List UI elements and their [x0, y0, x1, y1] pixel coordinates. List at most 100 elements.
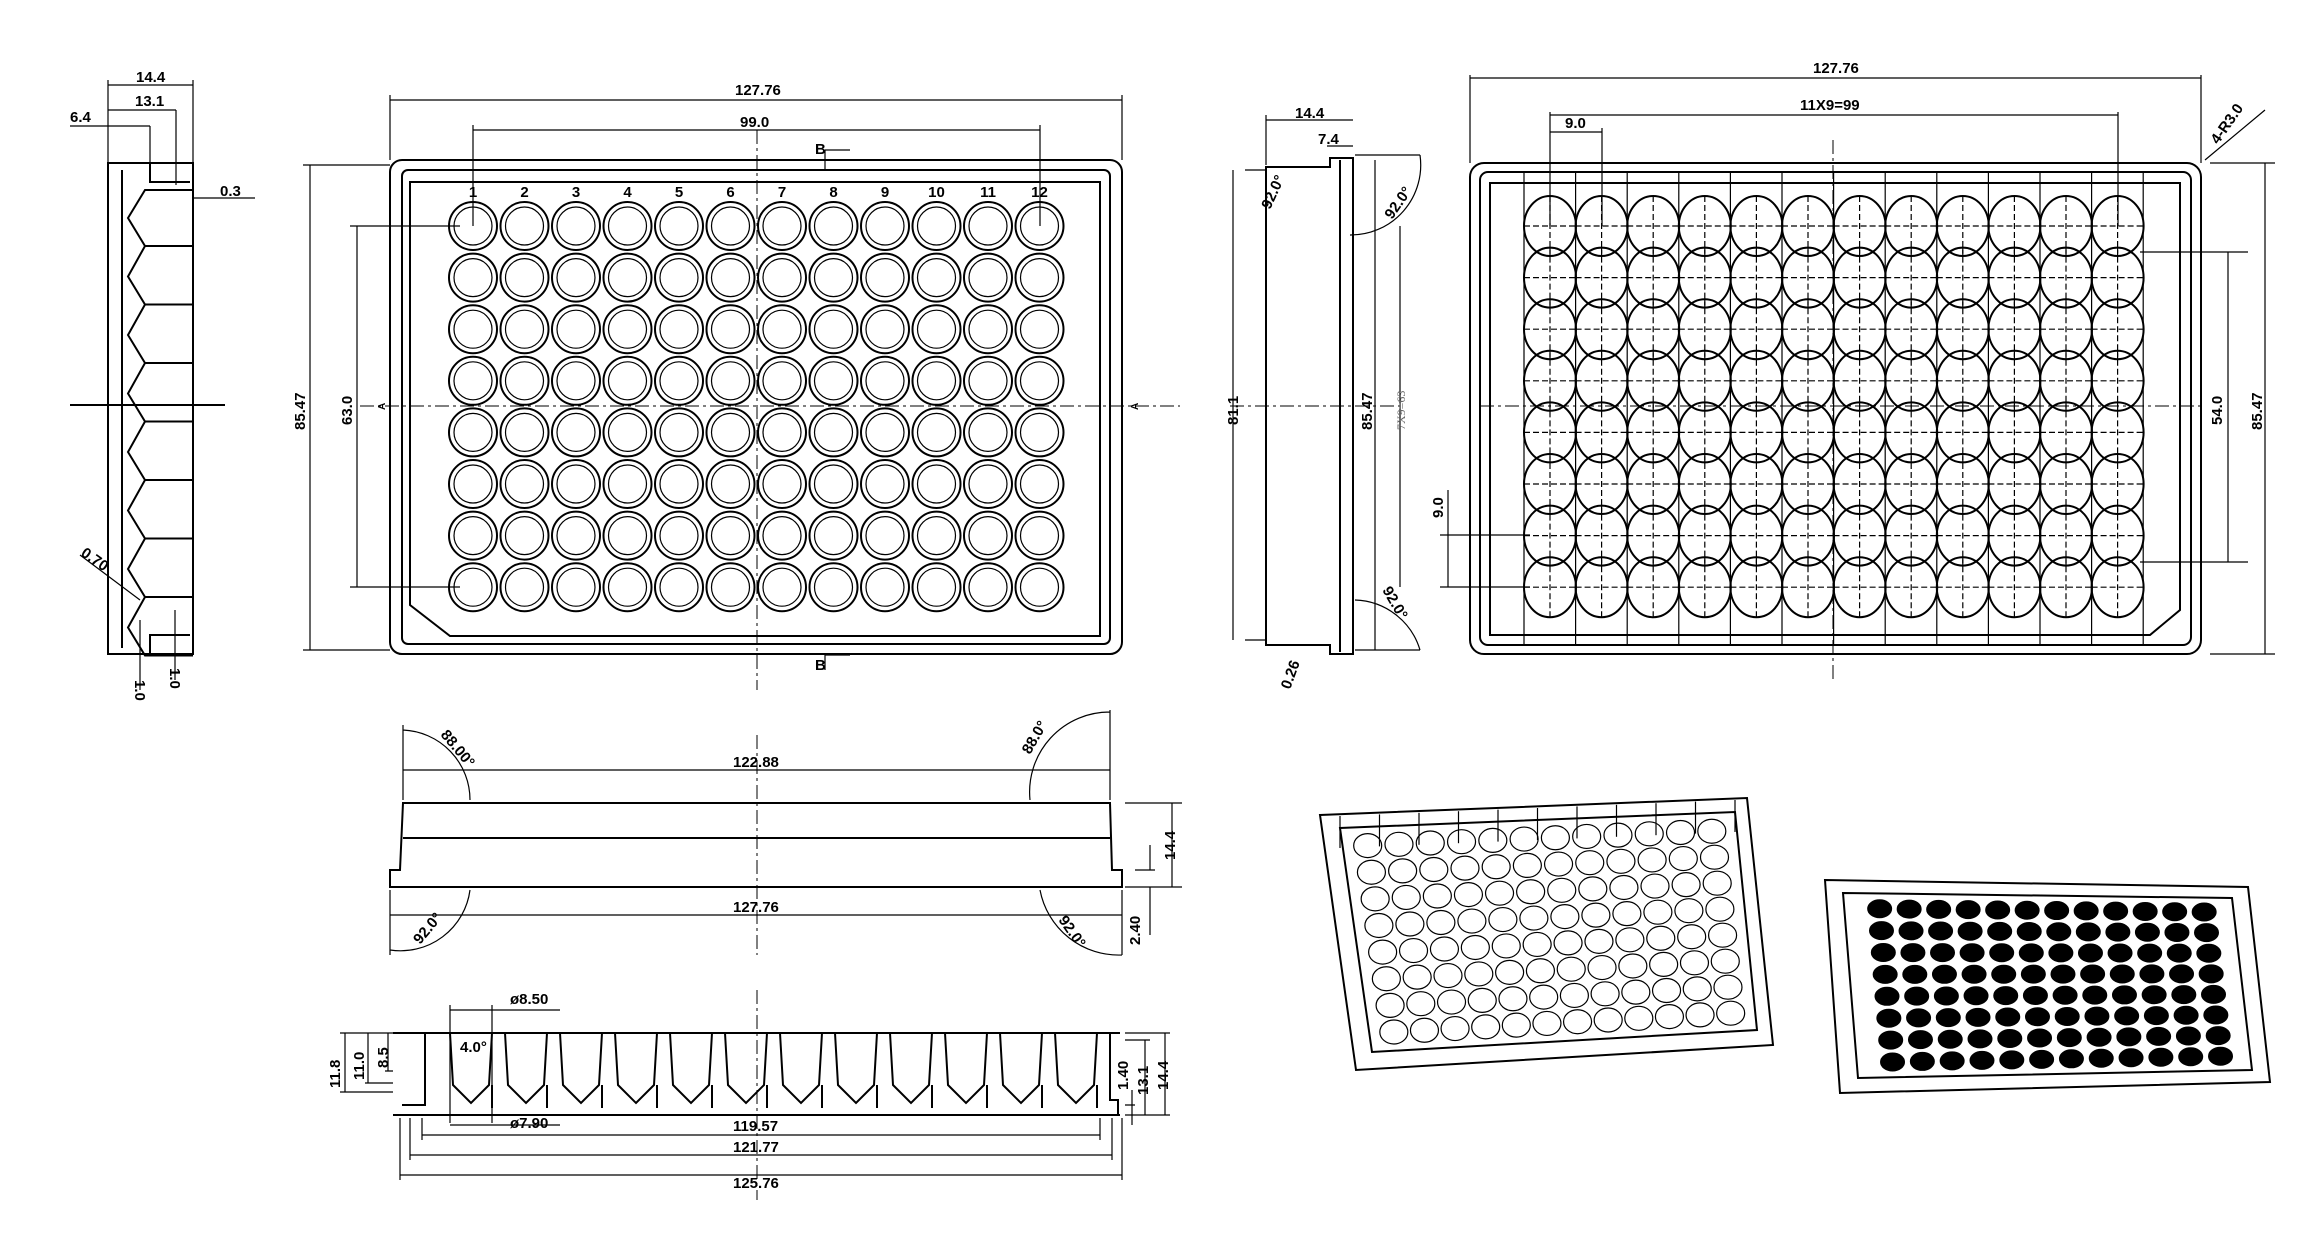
well-outer — [448, 252, 498, 303]
dim-0-70: 0.70 — [78, 544, 112, 575]
well-inner — [453, 412, 493, 452]
iso-well — [1906, 1008, 1932, 1028]
iso-well — [2118, 1048, 2144, 1068]
well-inner — [710, 464, 751, 504]
well-inner — [659, 567, 699, 607]
well-inner — [453, 361, 493, 401]
well-inner — [1019, 361, 1060, 401]
iso-well — [2073, 901, 2099, 921]
well-outer — [705, 459, 756, 509]
dim-0-3: 0.3 — [220, 183, 241, 200]
iso-well — [2088, 1048, 2114, 1068]
iso-well — [1957, 921, 1983, 941]
plate-outline — [1823, 878, 2272, 1095]
iso-well — [1603, 822, 1633, 848]
well-outer — [499, 407, 550, 458]
iso-well — [1384, 831, 1414, 857]
pitch-note: 7X9=63 — [1394, 391, 1408, 430]
well-inner — [916, 309, 957, 349]
well-outer — [808, 252, 859, 303]
dim-len3: 125.76 — [733, 1175, 779, 1192]
iso-well — [1904, 986, 1930, 1006]
tray-outline — [1318, 796, 1775, 1072]
angle-tl: 92.0° — [1258, 173, 1288, 212]
iso-well — [1609, 874, 1639, 901]
well-outer — [911, 510, 962, 561]
well-outer — [654, 355, 704, 406]
iso-well — [1522, 931, 1552, 958]
well-outer — [1014, 355, 1065, 406]
dim-h2: 11.0 — [351, 1052, 368, 1080]
iso-well — [1939, 1051, 1965, 1071]
well-inner — [968, 361, 1008, 401]
dim-length: 127.76 — [1813, 60, 1859, 77]
well-outer — [499, 562, 550, 613]
iso-well — [1562, 1009, 1593, 1035]
well-inner — [504, 464, 545, 504]
iso-well — [2014, 900, 2040, 920]
iso-well — [1985, 900, 2011, 920]
well-outer — [448, 201, 498, 251]
iso-well — [1640, 873, 1670, 899]
well-inner — [865, 412, 905, 452]
iso-well — [2077, 943, 2103, 963]
dim-row-span: 63.0 — [339, 396, 356, 425]
well-outer — [963, 407, 1013, 458]
iso-well — [2191, 902, 2217, 922]
iso-well — [1674, 898, 1704, 924]
well-inner — [659, 515, 699, 556]
well-inner — [865, 206, 905, 246]
dim-top-length: 122.88 — [733, 754, 779, 771]
well-inner — [504, 412, 545, 452]
iso-well — [1606, 848, 1636, 874]
well-outer — [705, 355, 756, 406]
iso-well — [1460, 934, 1490, 961]
well-inner — [659, 258, 699, 298]
iso-well — [2020, 964, 2046, 984]
iso-well — [1353, 833, 1383, 859]
well-inner — [813, 309, 854, 349]
iso-well — [1870, 943, 1896, 963]
angle-tr: 88.0° — [1019, 718, 1051, 757]
well-outer — [1014, 304, 1065, 355]
iso-well — [1937, 1029, 1963, 1049]
iso-well — [1532, 1010, 1562, 1037]
iso-well — [2175, 1026, 2201, 1046]
well-inner — [813, 567, 854, 607]
well-inner — [556, 361, 596, 401]
well-inner — [865, 464, 905, 504]
iso-well — [1874, 986, 1900, 1006]
column-label: 6 — [726, 184, 734, 201]
iso-well — [1525, 958, 1556, 984]
well-outer — [860, 510, 910, 561]
well-inner — [453, 258, 493, 298]
well-outer — [808, 355, 859, 406]
dim-14-4: 14.4 — [136, 69, 166, 86]
front-view: 88.00° 88.0° 122.88 127.76 92.0° 92.0° 1… — [389, 710, 1182, 956]
iso-well — [1540, 825, 1570, 851]
well-inner — [916, 361, 957, 401]
well-inner — [762, 309, 802, 349]
iso-well — [1868, 921, 1894, 941]
well-outer — [654, 562, 704, 613]
well-outer — [757, 304, 807, 355]
well-outer — [963, 355, 1013, 406]
iso-well — [1590, 981, 1620, 1007]
dim-h1: 11.8 — [327, 1060, 344, 1088]
well-inner — [813, 515, 854, 556]
well-inner — [710, 361, 751, 401]
well-outer — [602, 510, 653, 561]
iso-well — [1965, 1007, 1991, 1027]
iso-well — [1457, 908, 1487, 934]
well-inner — [968, 206, 1008, 246]
well-inner — [607, 464, 648, 504]
well-inner — [813, 206, 854, 246]
column-label: 9 — [881, 184, 889, 201]
dim-13-1: 13.1 — [135, 93, 164, 110]
iso-well — [1491, 933, 1521, 959]
dim-h3: 8.5 — [375, 1047, 392, 1068]
well-inner — [762, 258, 802, 298]
iso-well — [1995, 1007, 2021, 1027]
iso-well — [1519, 905, 1549, 931]
iso-well — [2137, 943, 2163, 963]
